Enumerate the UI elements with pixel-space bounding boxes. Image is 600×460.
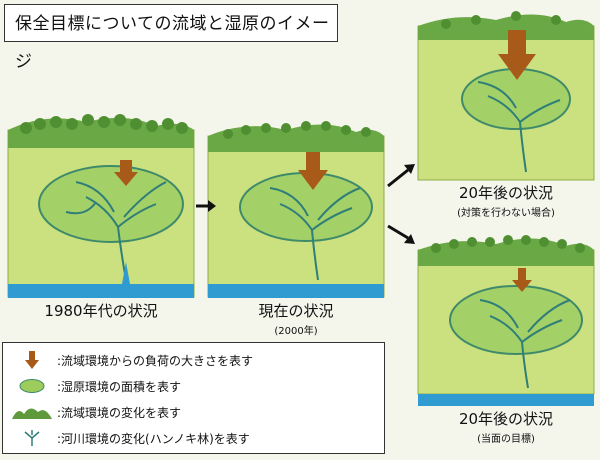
panel-20y-no-action bbox=[416, 4, 596, 182]
legend-item-alder: :河川環境の変化(ハンノキ林)を表す bbox=[11, 427, 250, 449]
panel-20y-target bbox=[416, 228, 596, 408]
caption-current: 現在の状況 (2000年) bbox=[206, 300, 386, 337]
caption-current-title: 現在の状況 bbox=[206, 300, 386, 321]
landscape-20y-no-action bbox=[416, 4, 596, 182]
caption-20y-no-action-title: 20年後の状況 bbox=[416, 182, 596, 203]
legend-text-alder: :河川環境の変化(ハンノキ林)を表す bbox=[57, 430, 250, 447]
landscape-current bbox=[206, 112, 386, 302]
legend: :流域環境からの負荷の大きさを表す :湿原環境の面積を表す :流域環境の変化を表… bbox=[2, 342, 385, 454]
alder-tree-icon bbox=[11, 428, 53, 448]
legend-text-wetland: :湿原環境の面積を表す bbox=[57, 378, 181, 395]
brown-arrow-icon bbox=[11, 350, 53, 370]
arrow-current-to-no-action bbox=[384, 160, 418, 190]
legend-item-forest: :流域環境の変化を表す bbox=[11, 401, 181, 423]
legend-text-load: :流域環境からの負荷の大きさを表す bbox=[57, 352, 253, 369]
caption-1980s: 1980年代の状況 bbox=[6, 300, 196, 321]
caption-current-sub: (2000年) bbox=[206, 322, 386, 337]
green-ellipse-icon bbox=[11, 376, 53, 396]
caption-20y-target-sub: (当面の目標) bbox=[416, 430, 596, 445]
caption-20y-target: 20年後の状況 (当面の目標) bbox=[416, 408, 596, 445]
page-title: 保全目標についての流域と湿原のイメージ bbox=[4, 4, 338, 42]
landscape-1980s bbox=[6, 112, 196, 302]
forest-hills-icon bbox=[11, 402, 53, 422]
arrow-current-to-target bbox=[384, 222, 418, 248]
caption-1980s-title: 1980年代の状況 bbox=[6, 300, 196, 321]
caption-20y-no-action: 20年後の状況 (対策を行わない場合) bbox=[416, 182, 596, 219]
panel-current bbox=[206, 112, 386, 302]
legend-text-forest: :流域環境の変化を表す bbox=[57, 404, 181, 421]
legend-item-wetland: :湿原環境の面積を表す bbox=[11, 375, 181, 397]
caption-20y-target-title: 20年後の状況 bbox=[416, 408, 596, 429]
caption-20y-no-action-sub: (対策を行わない場合) bbox=[416, 204, 596, 219]
legend-item-load: :流域環境からの負荷の大きさを表す bbox=[11, 349, 253, 371]
panel-1980s bbox=[6, 112, 196, 302]
landscape-20y-target bbox=[416, 228, 596, 408]
arrow-1980-to-current bbox=[194, 198, 218, 214]
